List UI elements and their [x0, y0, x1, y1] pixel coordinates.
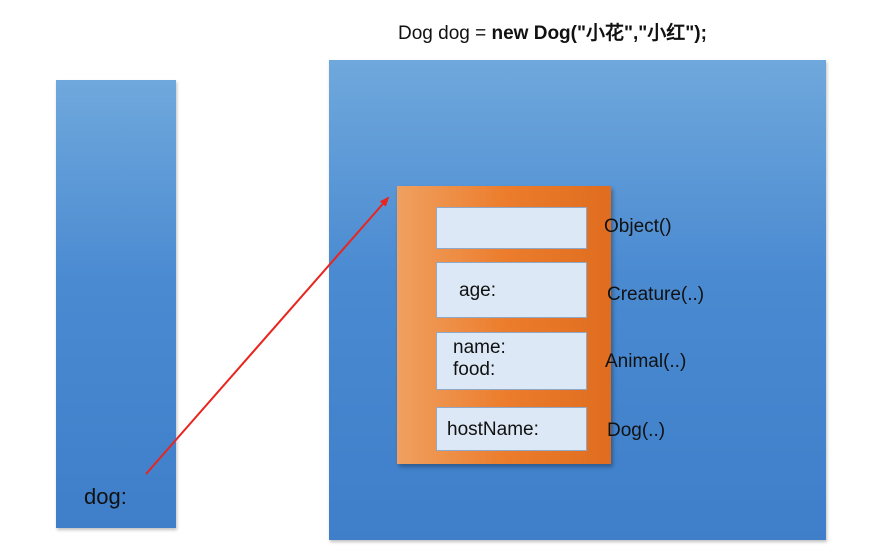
stack-area: dog:	[56, 80, 176, 528]
slot-creature: age:	[436, 262, 587, 318]
slot-object	[436, 207, 587, 249]
slot-dog: hostName:	[436, 407, 587, 451]
code-statement: Dog dog = new Dog("小花","小红");	[398, 18, 707, 45]
code-prefix: Dog dog =	[398, 23, 492, 44]
constructor-dog-label: Dog(..)	[607, 420, 666, 441]
code-constructor-call: new Dog("小花","小红");	[491, 23, 707, 44]
field-hostname: hostName:	[447, 419, 539, 440]
slot-animal: name: food:	[436, 332, 587, 390]
stack-variable-label: dog:	[84, 484, 127, 509]
constructor-object-label: Object()	[604, 216, 672, 237]
field-food: food:	[453, 359, 496, 380]
constructor-animal-label: Animal(..)	[605, 351, 687, 372]
field-age: age:	[459, 280, 496, 301]
constructor-creature-label: Creature(..)	[607, 284, 705, 305]
field-name: name:	[453, 337, 506, 358]
